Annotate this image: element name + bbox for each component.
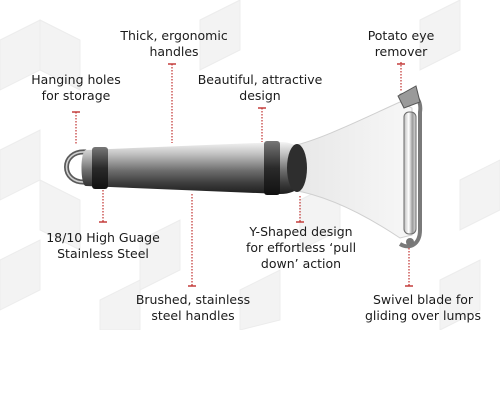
y-neck xyxy=(291,101,413,239)
label-y-shaped: Y-Shaped design for effortless ‘pull dow… xyxy=(245,224,357,271)
potato-eye-tip xyxy=(397,85,421,109)
handle-ring-right xyxy=(264,141,280,195)
label-hanging-holes: Hanging holes for storage xyxy=(31,72,121,103)
label-swivel-blade: Swivel blade for gliding over lumps xyxy=(365,292,481,323)
handle-body xyxy=(81,142,306,194)
handle-ring-left xyxy=(92,147,108,189)
swivel-blade xyxy=(403,111,417,235)
label-beautiful-design: Beautiful, attractive design xyxy=(197,72,323,103)
label-brushed-handles: Brushed, stainless steel handles xyxy=(135,292,251,323)
label-thick-handles: Thick, ergonomic handles xyxy=(120,28,228,59)
label-potato-eye: Potato eye remover xyxy=(367,28,435,59)
label-steel-grade: 18/10 High Guage Stainless Steel xyxy=(46,230,160,261)
background-pattern xyxy=(0,0,500,330)
